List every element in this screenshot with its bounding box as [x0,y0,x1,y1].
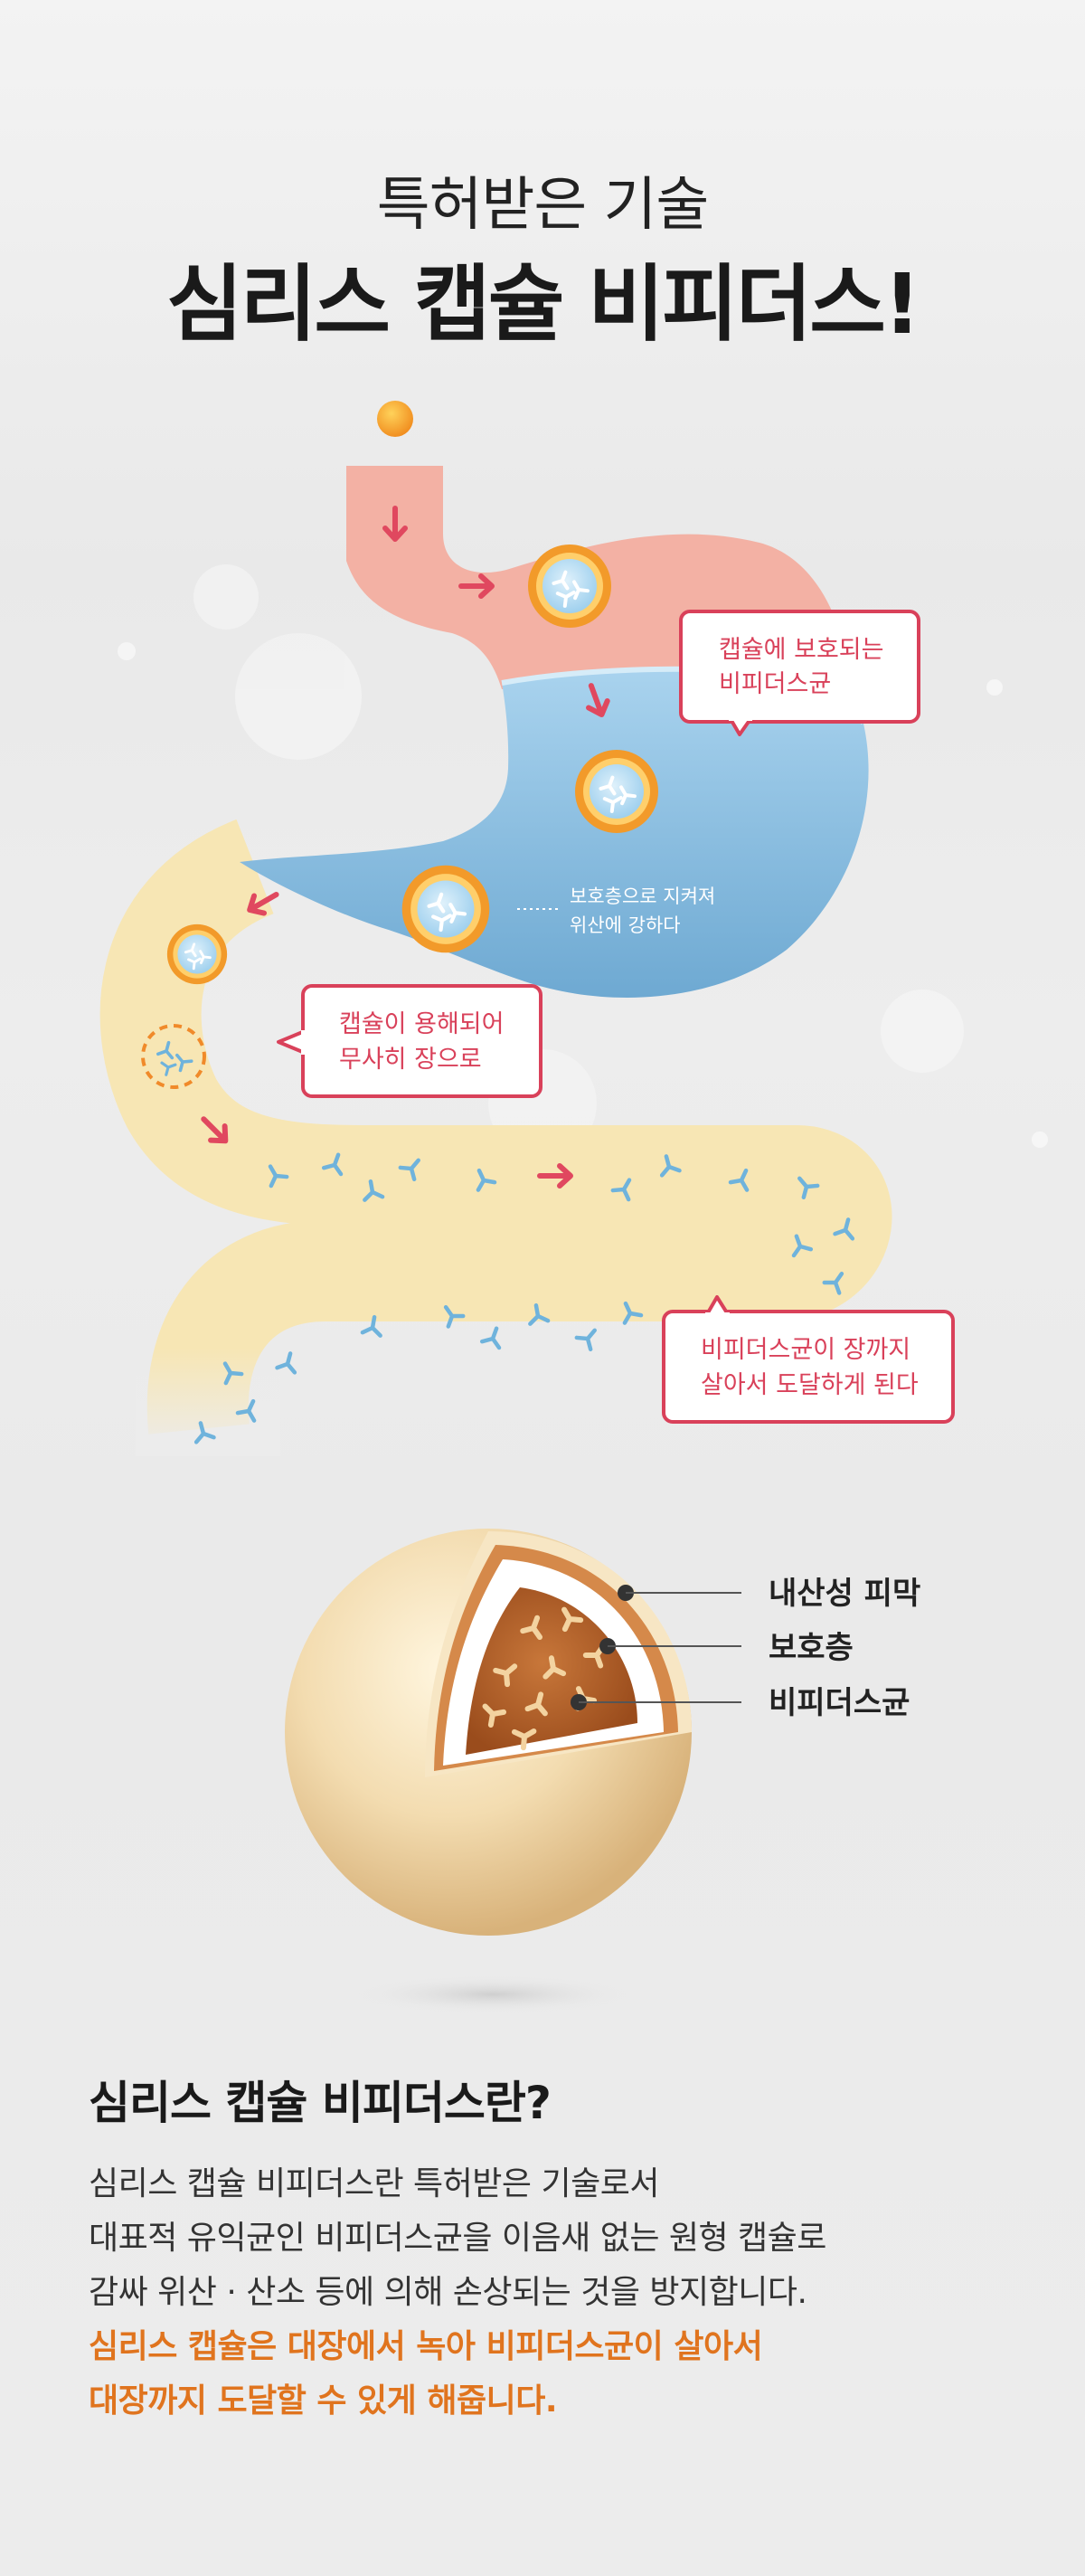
capsule-icon [402,866,490,953]
callout-protected-line-2: 비피더스균 [719,670,831,698]
capsule-icon [167,924,227,984]
callout-dissolved: 캡슐이 용해되어 무사히 장으로 [277,984,542,1098]
stomach-note-line-2: 위산에 강하다 [570,914,681,936]
section-title: 심리스 캡슐 비피더스란? [89,2077,552,2129]
capsule-pill [377,401,413,437]
capsule-cross-section: 내산성 피막 보호층 비피더스균 [285,1529,920,2014]
dissolving-capsule-icon [141,1024,206,1089]
section-body-line-1: 심리스 캡슐 비피더스란 특허받은 기술로서 [89,2165,659,2202]
callout-arrived: 비피더스균이 장까지 살아서 도달하게 된다 [662,1295,955,1424]
callout-arrived-line-2: 살아서 도달하게 된다 [701,1371,919,1399]
capsule-icon [528,545,611,628]
callout-protected-line-1: 캡슐에 보호되는 [719,636,883,664]
section-highlight-line-2: 대장까지 도달할 수 있게 해줍니다. [89,2382,558,2420]
hero-subtitle: 특허받은 기술 [376,172,710,239]
hero-title: 심리스 캡슐 비피더스! [166,256,921,353]
section-highlight-line-1: 심리스 캡슐은 대장에서 녹아 비피더스균이 살아서 [89,2328,763,2365]
callout-dissolved-line-2: 무사히 장으로 [339,1046,482,1074]
callout-arrived-line-1: 비피더스균이 장까지 [701,1336,910,1364]
stomach-acid [240,668,869,998]
layer-label-film: 내산성 피막 [769,1576,920,1612]
section-body-line-2: 대표적 유익균인 비피더스균을 이음새 없는 원형 캡슐로 [89,2220,826,2257]
section-body: 심리스 캡슐 비피더스란 특허받은 기술로서 대표적 유익균인 비피더스균을 이… [89,2157,1011,2429]
capsule-icon [575,750,658,833]
layer-label-bacteria: 비피더스균 [769,1685,910,1721]
callout-protected: 캡슐에 보호되는 비피더스균 [679,610,920,736]
stomach-note-line-1: 보호층으로 지켜져 [570,886,715,907]
intestine-tube [99,819,892,1435]
section-body-line-3: 감싸 위산 · 산소 등에 의해 손상되는 것을 방지합니다. [89,2274,807,2311]
callout-dissolved-line-1: 캡슐이 용해되어 [339,1010,504,1038]
layer-label-protective: 보호층 [769,1630,854,1666]
